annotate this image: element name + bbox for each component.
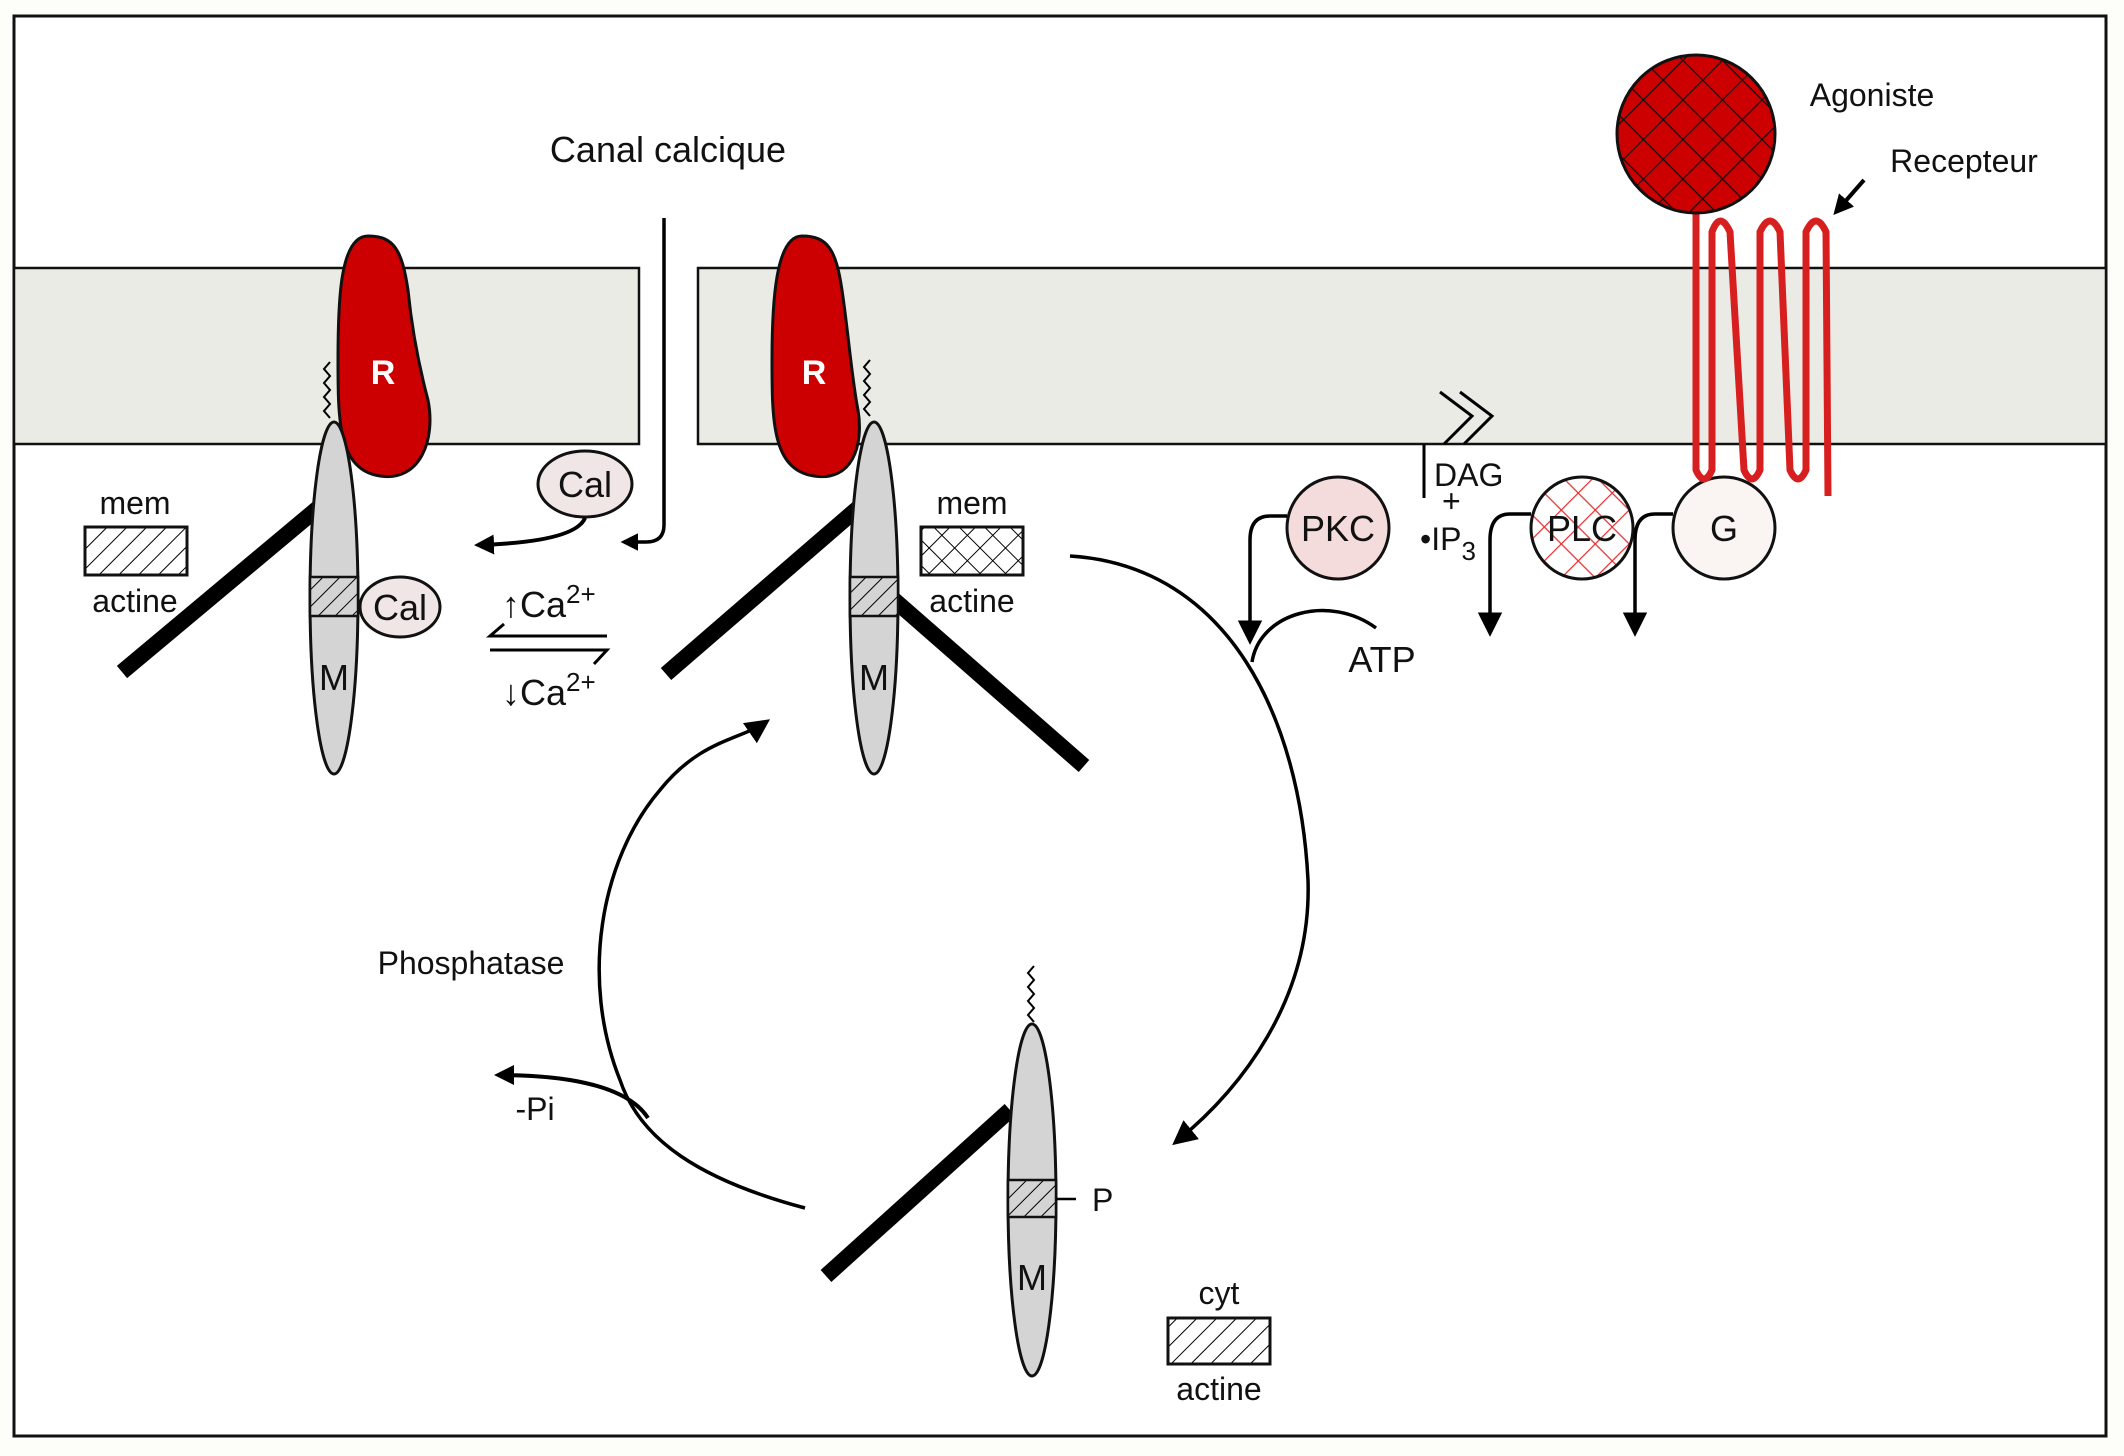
plasma-membrane xyxy=(12,266,2108,446)
pi-release-arrow xyxy=(494,1065,650,1120)
bottom-m-label: M xyxy=(1017,1257,1047,1298)
membrane-left-segment xyxy=(12,266,641,446)
middle-r-label: R xyxy=(802,354,827,392)
middle-m-label: M xyxy=(859,657,889,698)
ca-up-label: ↑Ca2+ xyxy=(502,579,596,625)
middle-myosin-complex: R M xyxy=(660,234,1090,776)
phosphorylation-arrow xyxy=(1069,554,1310,1146)
equilibrium-arrow-right xyxy=(490,648,611,666)
legend-mem-actine-left: mem actine xyxy=(83,485,189,619)
bottom-wavy-linker xyxy=(1026,965,1036,1023)
legend-cyt-actine: cyt actine xyxy=(1166,1275,1272,1407)
plc-label: PLC xyxy=(1547,508,1617,549)
ip3-label: •IP3 xyxy=(1420,521,1476,566)
middle-myosin-band xyxy=(848,575,900,618)
calcium-channel-arrow xyxy=(620,218,666,551)
legend-left-top: mem xyxy=(99,485,170,521)
dephosphorylation-arrow xyxy=(597,719,806,1210)
ca-down-label: ↓Ca2+ xyxy=(502,667,596,713)
plc-enzyme xyxy=(1529,475,1635,581)
bottom-phospho-myosin: P M xyxy=(820,965,1113,1378)
legend-left-bottom: actine xyxy=(92,583,177,619)
left-m-label: M xyxy=(319,657,349,698)
legend-left-swatch xyxy=(83,525,189,577)
pkc-label: PKC xyxy=(1301,508,1375,549)
left-myosin-complex: R M Cal xyxy=(116,234,442,776)
legend-middle-top: mem xyxy=(936,485,1007,521)
g-protein xyxy=(1671,475,1777,581)
pkc-arrow xyxy=(1237,514,1287,645)
calcium-equilibrium: ↑Ca2+ ↓Ca2+ xyxy=(485,579,611,713)
atp-arc xyxy=(1250,608,1378,663)
legend-mem-actine-middle: mem actine xyxy=(919,485,1025,619)
legend-bottom-bottom: actine xyxy=(1176,1371,1261,1407)
equilibrium-arrow-left xyxy=(485,622,607,638)
legend-middle-bottom: actine xyxy=(929,583,1014,619)
pkc-enzyme xyxy=(1285,475,1391,581)
atp-label: ATP xyxy=(1348,639,1415,680)
calcium-channel-label: Canal calcique xyxy=(550,129,786,170)
phosphatase-label: Phosphatase xyxy=(378,945,565,981)
middle-actin-right xyxy=(886,591,1090,773)
dag-chevron-1 xyxy=(1439,390,1475,446)
left-cal-label: Cal xyxy=(373,587,427,628)
receptor-serpentine xyxy=(1692,214,1832,497)
plc-product-arrow xyxy=(1477,512,1531,637)
left-myosin-band xyxy=(308,575,360,618)
free-cal-label: Cal xyxy=(558,464,612,505)
bottom-actin-filament xyxy=(820,1104,1016,1282)
left-actin-filament xyxy=(116,501,324,679)
dag-label: DAG xyxy=(1434,457,1503,493)
g-label: G xyxy=(1710,508,1738,549)
agonist xyxy=(1615,53,1777,215)
agonist-label: Agoniste xyxy=(1810,77,1935,113)
middle-r-protein xyxy=(770,234,861,479)
left-bound-calmodulin xyxy=(358,575,442,639)
membrane-right-segment xyxy=(696,266,2108,446)
dag-chevron-2 xyxy=(1459,390,1495,446)
left-r-protein xyxy=(336,234,432,479)
legend-bottom-top: cyt xyxy=(1199,1275,1240,1311)
free-calmodulin xyxy=(536,449,634,519)
legend-bottom-swatch xyxy=(1166,1316,1272,1366)
phosphate-label: P xyxy=(1092,1182,1113,1218)
bottom-myosin-band xyxy=(1006,1178,1058,1219)
legend-middle-swatch xyxy=(919,525,1025,577)
receptor-label: Recepteur xyxy=(1890,143,2038,179)
left-r-label: R xyxy=(371,354,396,392)
middle-wavy-linker xyxy=(862,359,872,417)
plus-label: + xyxy=(1442,483,1461,519)
pi-label: -Pi xyxy=(515,1091,554,1127)
middle-actin-left xyxy=(660,501,864,681)
left-wavy-linker xyxy=(322,361,332,419)
receptor-pointer-arrow xyxy=(1833,178,1866,216)
g-activation-arrow xyxy=(1622,512,1673,637)
calmodulin-binding-arrow xyxy=(474,517,587,555)
